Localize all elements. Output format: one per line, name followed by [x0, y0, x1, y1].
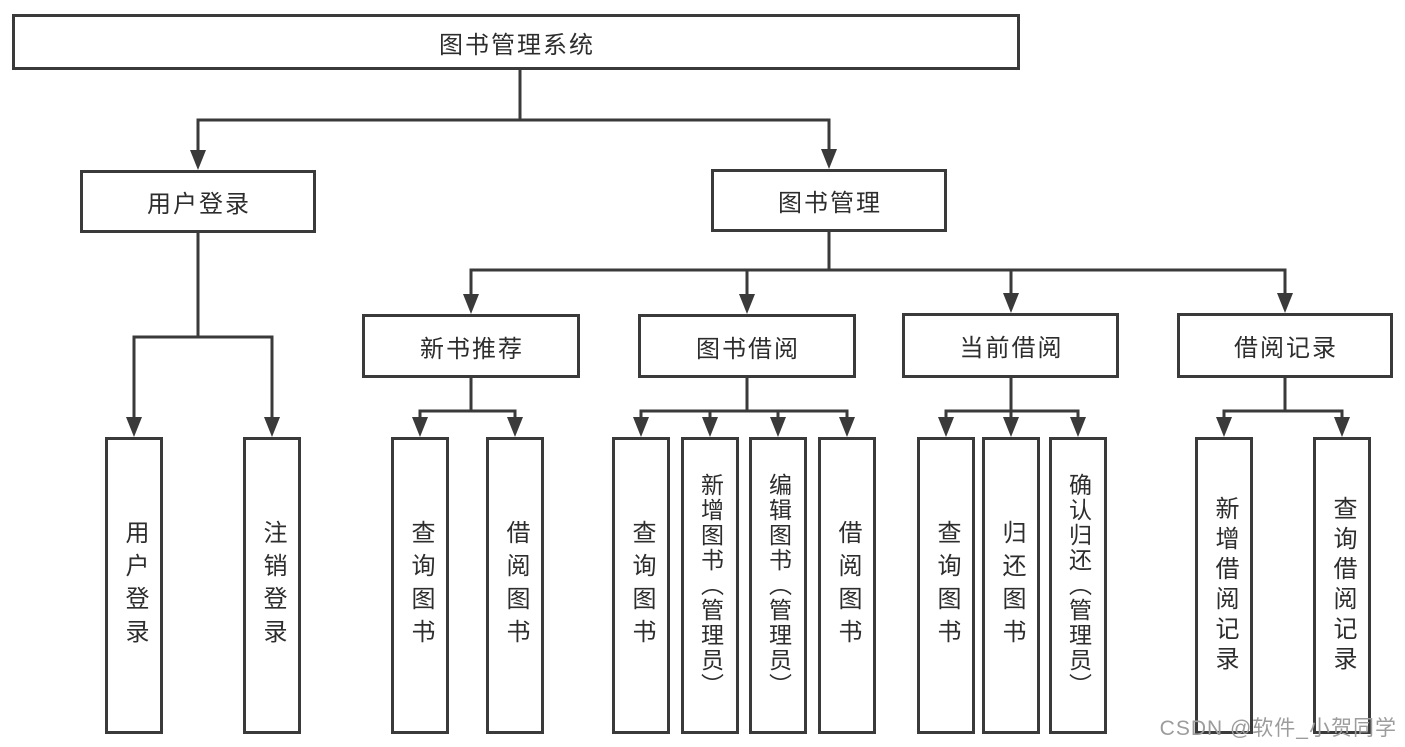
node-label: 用户登录: [147, 191, 251, 218]
leaf-logout: 注销登录: [243, 437, 301, 734]
node-new-book-recommend: 新书推荐: [362, 314, 580, 378]
leaf-label: 查询图书: [933, 519, 960, 652]
leaf-label: 确认归还（管理员）: [1065, 473, 1092, 698]
leaf-label: 编辑图书（管理员）: [765, 473, 792, 698]
leaf-borrow-edit-books-admin: 编辑图书（管理员）: [749, 437, 807, 734]
node-current-borrow: 当前借阅: [902, 313, 1119, 378]
node-label: 新书推荐: [420, 335, 524, 363]
leaf-label: 查询图书: [407, 519, 434, 652]
leaf-borrow-add-books-admin: 新增图书（管理员）: [681, 437, 739, 734]
node-label: 图书管理: [778, 190, 882, 217]
node-book-management: 图书管理: [711, 169, 947, 232]
node-user-login: 用户登录: [80, 170, 316, 233]
leaf-borrow-borrow-books: 借阅图书: [818, 437, 876, 734]
node-library-management-system: 图书管理系统: [12, 14, 1020, 70]
node-book-borrow: 图书借阅: [638, 314, 856, 378]
node-label: 图书管理系统: [439, 31, 595, 59]
leaf-records-add-borrow-record: 新增借阅记录: [1195, 437, 1253, 734]
leaf-label: 注销登录: [259, 519, 286, 652]
leaf-newbook-query-books: 查询图书: [391, 437, 449, 734]
node-borrow-records: 借阅记录: [1177, 313, 1393, 378]
leaf-label: 归还图书: [998, 519, 1025, 652]
leaf-records-query-borrow-record: 查询借阅记录: [1313, 437, 1371, 734]
node-label: 借阅记录: [1234, 335, 1338, 362]
csdn-watermark: CSDN @软件_小贺同学: [1159, 717, 1397, 740]
leaf-borrow-query-books: 查询图书: [612, 437, 670, 734]
node-label: 图书借阅: [696, 335, 800, 363]
node-label: 当前借阅: [959, 335, 1064, 362]
leaf-label: 查询借阅记录: [1329, 495, 1356, 676]
leaf-newbook-borrow-books: 借阅图书: [486, 437, 544, 734]
leaf-current-return-books: 归还图书: [982, 437, 1040, 734]
leaf-label: 借阅图书: [834, 519, 861, 652]
leaf-label: 用户登录: [121, 519, 148, 652]
leaf-label: 新增借阅记录: [1211, 495, 1238, 676]
leaf-label: 查询图书: [628, 519, 655, 652]
leaf-user-login: 用户登录: [105, 437, 163, 734]
leaf-current-confirm-return-admin: 确认归还（管理员）: [1049, 437, 1107, 734]
leaf-label: 新增图书（管理员）: [697, 473, 724, 698]
leaf-label: 借阅图书: [502, 519, 529, 652]
leaf-current-query-books: 查询图书: [917, 437, 975, 734]
arrow-down-icons: [126, 149, 1350, 437]
